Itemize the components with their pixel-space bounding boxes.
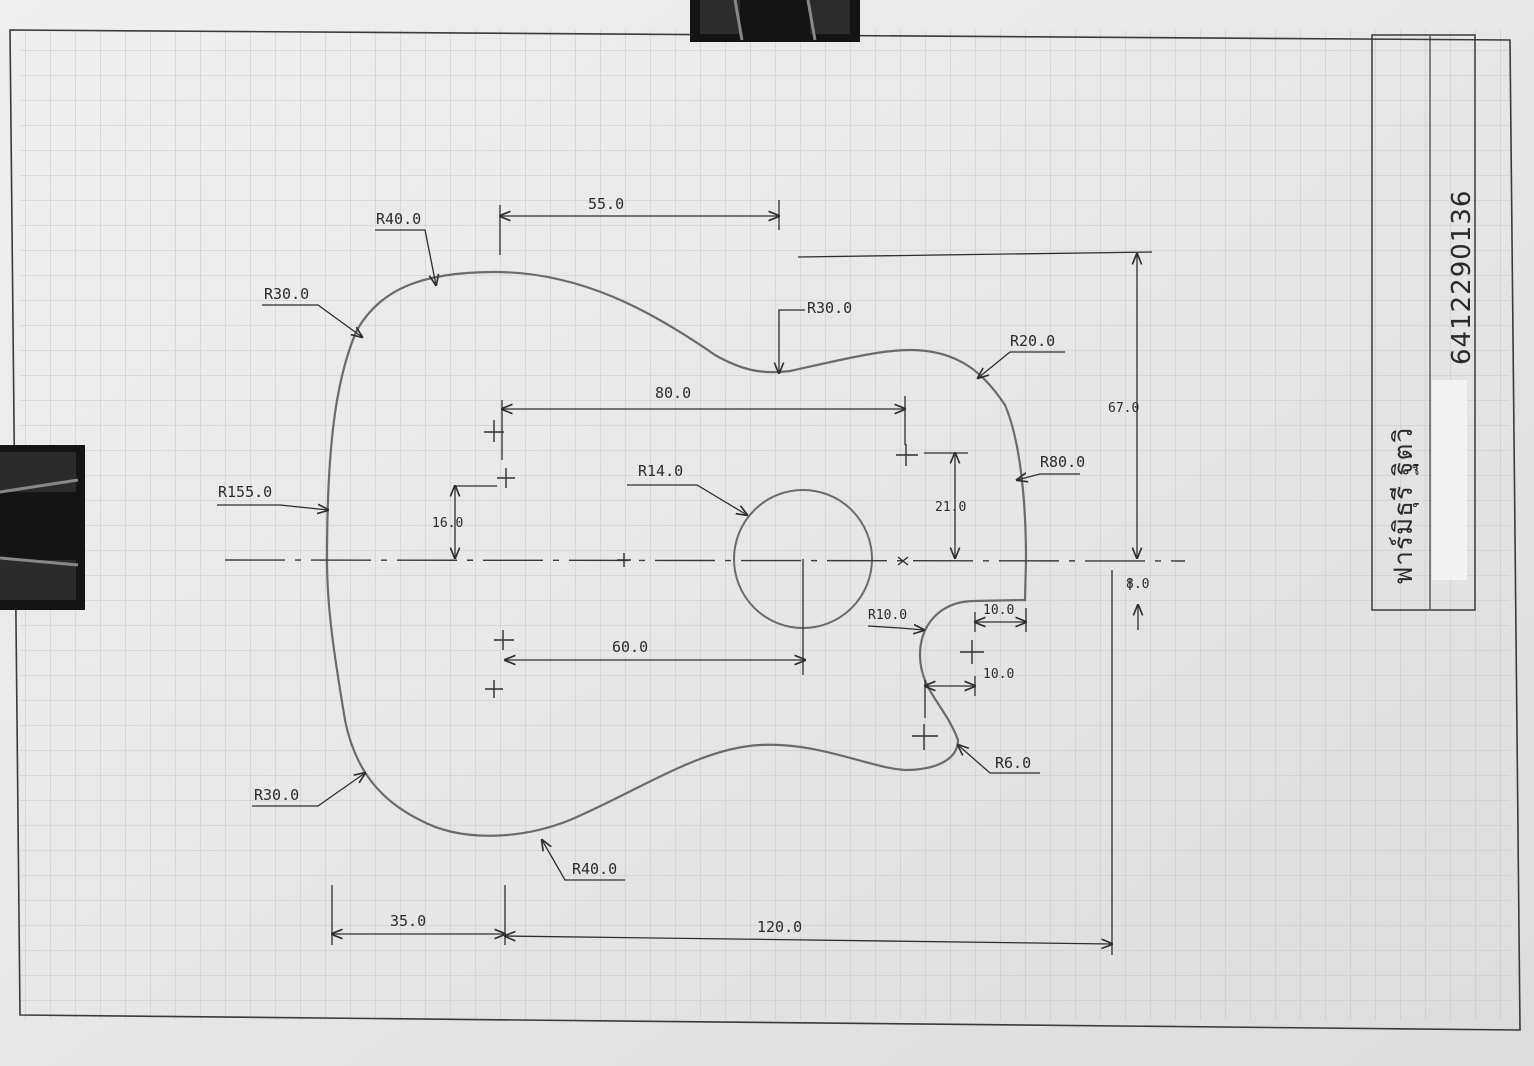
dim-bottom-step: 8.0 (1126, 577, 1149, 592)
radius-upper-bout: R40.0 (376, 210, 421, 228)
top-binder-clip (690, 0, 860, 42)
guitar-body-outline (325, 270, 1028, 837)
title-student-id: 6412290136 (1447, 190, 1477, 365)
radius-upper-right: R20.0 (1010, 332, 1055, 350)
redaction-mark (1432, 380, 1467, 580)
dim-hole-to-edge: 60.0 (612, 638, 648, 656)
grid (20, 30, 1510, 1020)
radius-right-side: R80.0 (1040, 453, 1085, 471)
leader-lines (217, 229, 1080, 881)
dim-right-offset: 21.0 (935, 500, 966, 515)
title-name: ฟาร์มิธุรี ฐิตวิ (1389, 427, 1419, 585)
dim-total-length: 120.0 (757, 918, 802, 936)
radius-lower-bout: R40.0 (572, 860, 617, 878)
radius-sound-hole: R14.0 (638, 462, 683, 480)
dim-notch-width-bottom: 10.0 (983, 667, 1014, 682)
dim-upper-offset: 16.0 (432, 516, 463, 531)
radius-waist: R30.0 (807, 299, 852, 317)
dim-top-width: 55.0 (588, 195, 624, 213)
radius-notch-corner: R6.0 (995, 754, 1031, 772)
title-block: ฟาร์มิธุรี ฐิตวิ 6412290136 (1371, 34, 1477, 611)
left-binder-clip (0, 445, 85, 610)
radius-notch-inner: R10.0 (868, 608, 907, 623)
drawing-frame (9, 29, 1521, 1031)
dimension-lines (332, 200, 1153, 955)
dim-hole-offset: 80.0 (655, 384, 691, 402)
radius-lower-left: R30.0 (254, 786, 299, 804)
dim-notch-width-top: 10.0 (983, 603, 1014, 618)
radius-upper-left: R30.0 (264, 285, 309, 303)
radius-left-side: R155.0 (218, 483, 272, 501)
construction-marks (484, 420, 984, 750)
dim-height: 67.0 (1108, 401, 1139, 416)
center-line (224, 559, 1186, 562)
dim-left-offset: 35.0 (390, 912, 426, 930)
